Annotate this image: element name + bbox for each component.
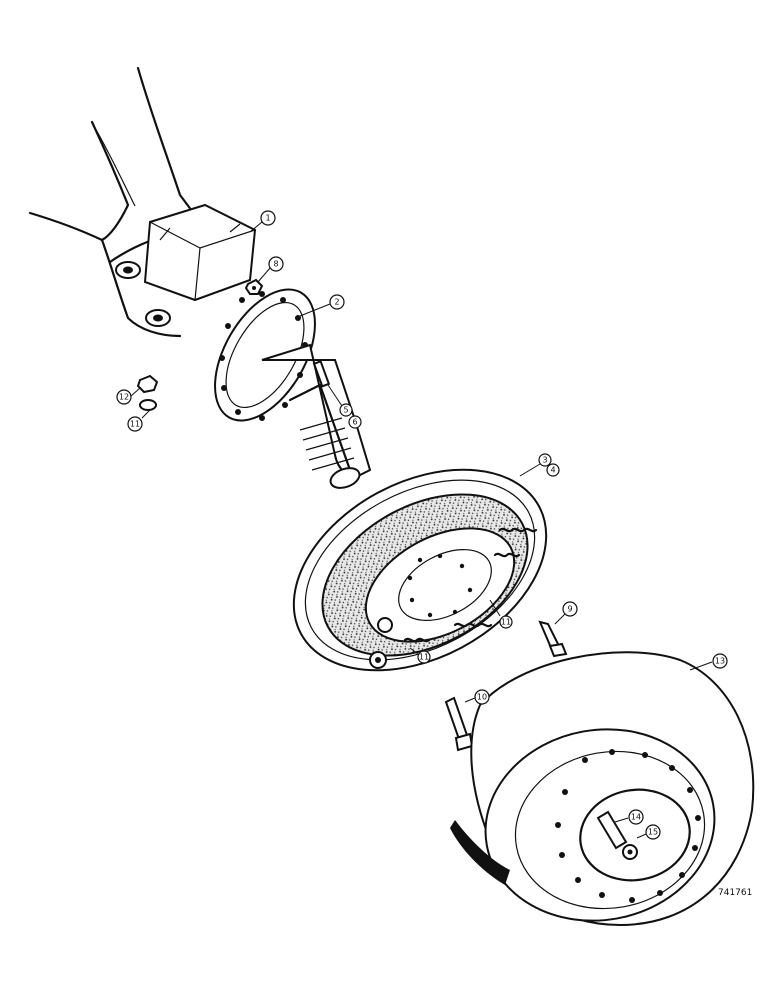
part-9-bolt	[538, 620, 568, 658]
svg-text:11: 11	[419, 653, 429, 662]
svg-text:3: 3	[542, 456, 547, 465]
callout-11-washer: 11	[127, 409, 151, 432]
svg-text:5: 5	[343, 406, 348, 415]
svg-text:14: 14	[631, 813, 641, 822]
svg-text:9: 9	[567, 605, 572, 614]
svg-text:1: 1	[265, 214, 270, 223]
svg-text:12: 12	[119, 393, 129, 402]
callout-6: 6	[348, 415, 362, 429]
part-10-bolt	[444, 696, 474, 752]
part-15-nut	[622, 844, 638, 860]
part-3-4-backing-plate	[292, 468, 548, 672]
callout-12: 12	[116, 387, 141, 405]
callout-5: 5	[327, 384, 353, 417]
part-14-stud	[596, 810, 628, 850]
svg-text:8: 8	[273, 260, 278, 269]
callout-11-pin: 11	[409, 647, 431, 664]
svg-text:11: 11	[501, 618, 511, 627]
callout-14: 14	[614, 809, 644, 825]
callout-8: 8	[257, 256, 284, 283]
part-13-brake-drum	[450, 651, 755, 927]
part-2-spindle	[214, 288, 372, 489]
callout-1: 1	[249, 210, 276, 233]
drawing-number: 741761	[718, 888, 753, 898]
callout-13: 13	[689, 653, 728, 671]
svg-text:6: 6	[352, 418, 357, 427]
svg-text:2: 2	[334, 298, 339, 307]
svg-text:13: 13	[715, 657, 725, 666]
axle-housing	[28, 66, 197, 338]
svg-text:15: 15	[648, 828, 658, 837]
svg-text:11: 11	[130, 420, 140, 429]
callout-2: 2	[294, 294, 345, 319]
callout-10: 10	[464, 689, 490, 705]
part-5-6-bolt	[312, 360, 331, 388]
part-12-nut	[136, 374, 159, 394]
part-8-nut	[244, 278, 264, 295]
callout-3: 3	[519, 453, 552, 477]
part-11-washer	[139, 399, 157, 411]
callout-4: 4	[546, 463, 560, 477]
callout-11-brake: 11	[489, 599, 513, 629]
callout-9: 9	[554, 601, 578, 625]
part-1-cap-block	[143, 203, 257, 302]
svg-text:10: 10	[477, 693, 487, 702]
svg-text:4: 4	[550, 466, 555, 475]
callout-15: 15	[636, 824, 661, 840]
